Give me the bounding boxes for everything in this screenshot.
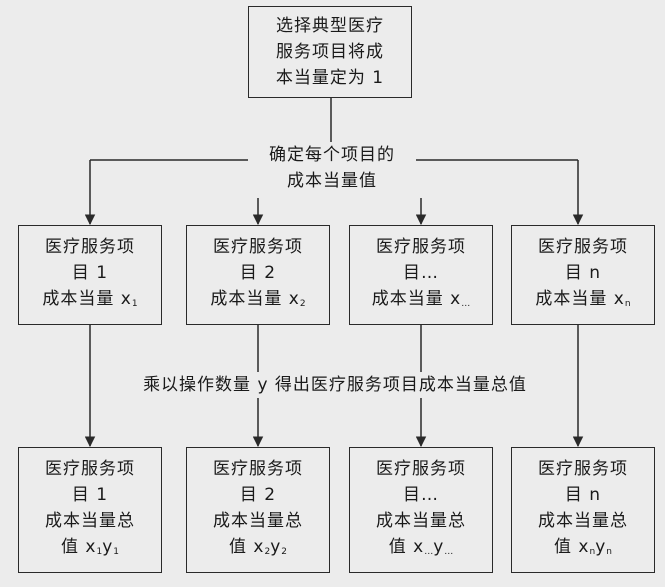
cost-box-n-line-1: 医疗服务项 bbox=[538, 236, 628, 257]
cost-box-n: 医疗服务项 目 n 成本当量 xn bbox=[511, 225, 655, 325]
cost-box-2-sub: 2 bbox=[299, 298, 306, 309]
total-box-n-ysub: n bbox=[606, 546, 612, 557]
cost-box-3-line-2: 目… bbox=[403, 262, 439, 283]
cost-box-3-line-3: 成本当量 x… bbox=[372, 286, 470, 317]
total-box-2-xsub: 2 bbox=[264, 546, 271, 557]
total-box-3-line-2: 目… bbox=[403, 484, 439, 505]
total-box-1-xsub: 1 bbox=[96, 546, 103, 557]
total-box-3: 医疗服务项 目… 成本当量总 值 x…y… bbox=[349, 447, 493, 573]
step1-line-1: 确定每个项目的 bbox=[269, 145, 395, 165]
cost-box-1-line-1: 医疗服务项 bbox=[45, 236, 135, 257]
total-box-3-line-3: 成本当量总 bbox=[376, 510, 466, 531]
cost-box-2: 医疗服务项 目 2 成本当量 x2 bbox=[186, 225, 330, 325]
total-box-2-ysub: 2 bbox=[281, 546, 287, 557]
cost-box-1: 医疗服务项 目 1 成本当量 x1 bbox=[18, 225, 162, 325]
total-box-3-line-1: 医疗服务项 bbox=[376, 458, 466, 479]
cost-box-3-line-1: 医疗服务项 bbox=[376, 236, 466, 257]
total-box-1-line-3: 成本当量总 bbox=[45, 510, 135, 531]
cost-box-n-line-2: 目 n bbox=[564, 262, 602, 283]
cost-box-n-sub: n bbox=[624, 298, 631, 309]
total-box-n-line-2: 目 n bbox=[564, 484, 602, 505]
total-box-2-x: 值 x bbox=[229, 536, 265, 557]
total-box-2-y: y bbox=[270, 536, 282, 557]
cost-box-2-line-2: 目 2 bbox=[239, 262, 277, 283]
total-box-1-y: y bbox=[102, 536, 114, 557]
total-box-2: 医疗服务项 目 2 成本当量总 值 x2y2 bbox=[186, 447, 330, 573]
total-box-1-line-4: 值 x1y1 bbox=[61, 534, 119, 565]
top-box-line-3: 本当量定为 1 bbox=[275, 68, 385, 88]
total-box-2-line-4: 值 x2y2 bbox=[229, 534, 287, 565]
cost-box-n-line-3: 成本当量 xn bbox=[535, 286, 630, 317]
total-box-1-ysub: 1 bbox=[113, 546, 119, 557]
total-box-n-line-3: 成本当量总 bbox=[538, 510, 628, 531]
cost-box-1-label: 成本当量 x bbox=[42, 288, 132, 309]
cost-box-n-label: 成本当量 x bbox=[535, 288, 625, 309]
total-box-3-xsub: … bbox=[424, 546, 434, 557]
total-box-3-y: y bbox=[433, 536, 445, 557]
total-box-3-ysub: … bbox=[444, 546, 454, 557]
total-box-n-line-1: 医疗服务项 bbox=[538, 458, 628, 479]
top-box: 选择典型医疗 服务项目将成 本当量定为 1 bbox=[248, 6, 412, 98]
cost-box-1-line-2: 目 1 bbox=[71, 262, 109, 283]
cost-box-1-sub: 1 bbox=[131, 298, 138, 309]
step-multiply-by-quantity: 乘以操作数量 y 得出医疗服务项目成本当量总值 bbox=[100, 372, 570, 398]
total-box-1: 医疗服务项 目 1 成本当量总 值 x1y1 bbox=[18, 447, 162, 573]
cost-box-1-line-3: 成本当量 x1 bbox=[42, 286, 137, 317]
step-determine-cost-equivalent: 确定每个项目的 成本当量值 bbox=[248, 142, 416, 194]
total-box-n-line-4: 值 xnyn bbox=[554, 534, 612, 565]
total-box-3-x: 值 x bbox=[388, 536, 425, 557]
total-box-n-y: y bbox=[595, 536, 607, 557]
cost-box-3-label: 成本当量 x bbox=[371, 288, 462, 309]
total-box-2-line-3: 成本当量总 bbox=[213, 510, 303, 531]
cost-box-3-sub: … bbox=[461, 298, 471, 309]
total-box-1-line-1: 医疗服务项 bbox=[45, 458, 135, 479]
cost-box-2-line-3: 成本当量 x2 bbox=[210, 286, 305, 317]
total-box-n-xsub: n bbox=[589, 546, 596, 557]
top-box-line-2: 服务项目将成 bbox=[276, 42, 384, 62]
total-box-n: 医疗服务项 目 n 成本当量总 值 xnyn bbox=[511, 447, 655, 573]
total-box-1-x: 值 x bbox=[61, 536, 97, 557]
total-box-2-line-1: 医疗服务项 bbox=[213, 458, 303, 479]
total-box-1-line-2: 目 1 bbox=[71, 484, 109, 505]
cost-box-2-label: 成本当量 x bbox=[210, 288, 300, 309]
total-box-n-x: 值 x bbox=[554, 536, 590, 557]
step1-line-2: 成本当量值 bbox=[287, 171, 377, 191]
top-box-line-1: 选择典型医疗 bbox=[276, 16, 384, 36]
total-box-2-line-2: 目 2 bbox=[239, 484, 277, 505]
cost-box-2-line-1: 医疗服务项 bbox=[213, 236, 303, 257]
cost-box-3: 医疗服务项 目… 成本当量 x… bbox=[349, 225, 493, 325]
total-box-3-line-4: 值 x…y… bbox=[389, 534, 454, 565]
